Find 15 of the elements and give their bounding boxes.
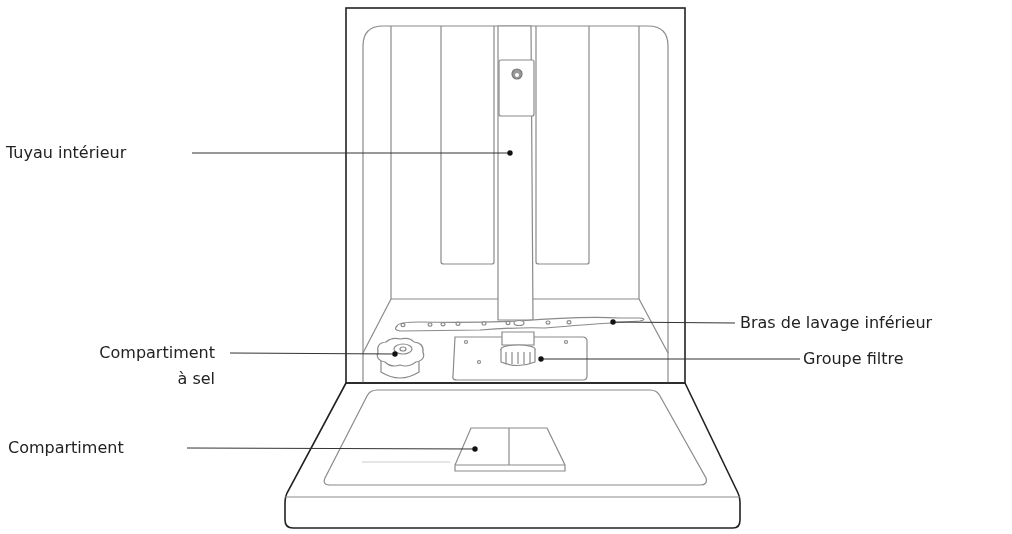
leader-line — [191, 150, 513, 156]
leader-line — [186, 446, 478, 452]
lower-spray-arm — [394, 316, 645, 332]
salt-compartment-cap — [376, 337, 425, 379]
part-label: Tuyau intérieur — [6, 140, 166, 166]
leader-line — [538, 356, 801, 362]
detergent-compartment — [454, 427, 566, 472]
leader-line — [229, 351, 398, 357]
part-label: Compartiment — [8, 435, 168, 461]
filter-assembly — [500, 331, 536, 367]
part-label: Bras de lavage inférieur — [740, 310, 1006, 336]
part-label: Groupe filtre — [803, 346, 983, 372]
inner-hose — [497, 25, 535, 321]
leader-line — [610, 319, 736, 325]
part-label: Compartiment à sel — [85, 340, 215, 392]
